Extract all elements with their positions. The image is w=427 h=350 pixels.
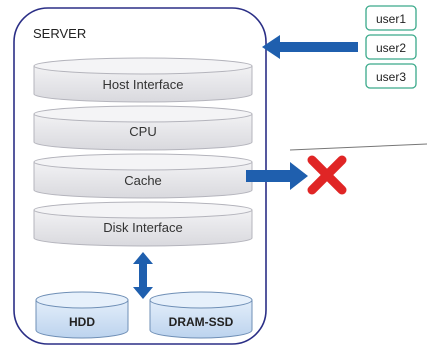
user-box-3: user3 bbox=[365, 63, 417, 89]
layer-host-interface: Host Interface bbox=[33, 57, 253, 103]
double-arrow-vertical-icon bbox=[133, 252, 153, 299]
disk-dram-ssd: DRAM-SSD bbox=[149, 291, 253, 339]
user-box-1: user1 bbox=[365, 5, 417, 31]
layer-cache: Cache bbox=[33, 153, 253, 199]
server-label: SERVER bbox=[33, 26, 86, 41]
divider-line bbox=[289, 143, 427, 151]
layer-cpu: CPU bbox=[33, 105, 253, 151]
layer-label-host-interface: Host Interface bbox=[103, 77, 184, 92]
layer-label-cache: Cache bbox=[124, 173, 162, 188]
user-label-2: user2 bbox=[376, 41, 406, 55]
arrow-right-icon bbox=[246, 162, 308, 190]
user-label-3: user3 bbox=[376, 70, 406, 84]
disk-hdd: HDD bbox=[35, 291, 129, 339]
cross-icon bbox=[307, 155, 347, 195]
layer-label-disk-interface: Disk Interface bbox=[103, 220, 182, 235]
layer-label-cpu: CPU bbox=[129, 124, 156, 139]
user-label-1: user1 bbox=[376, 12, 406, 26]
disk-label-hdd: HDD bbox=[69, 315, 95, 329]
arrow-left-icon bbox=[262, 35, 358, 59]
layer-disk-interface: Disk Interface bbox=[33, 201, 253, 247]
disk-label-dram-ssd: DRAM-SSD bbox=[169, 315, 234, 329]
user-box-2: user2 bbox=[365, 34, 417, 60]
